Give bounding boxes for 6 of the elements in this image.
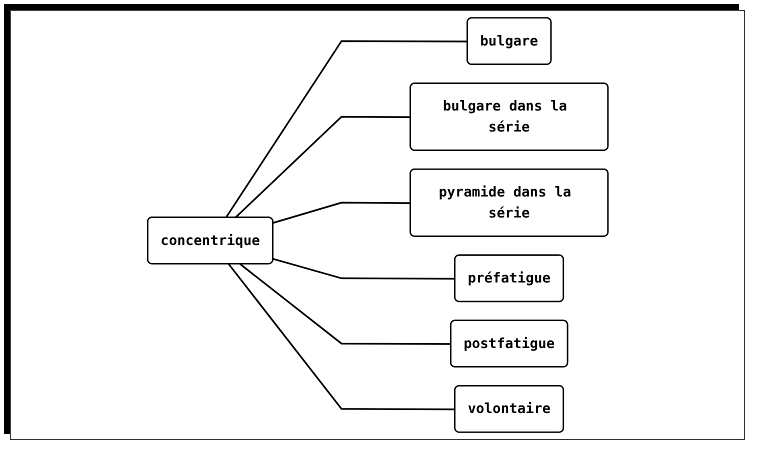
connector: [234, 116, 410, 218]
connector: [239, 263, 451, 345]
connector: [272, 202, 410, 224]
connector: [272, 258, 455, 280]
connector: [224, 40, 468, 218]
connector: [228, 264, 455, 410]
